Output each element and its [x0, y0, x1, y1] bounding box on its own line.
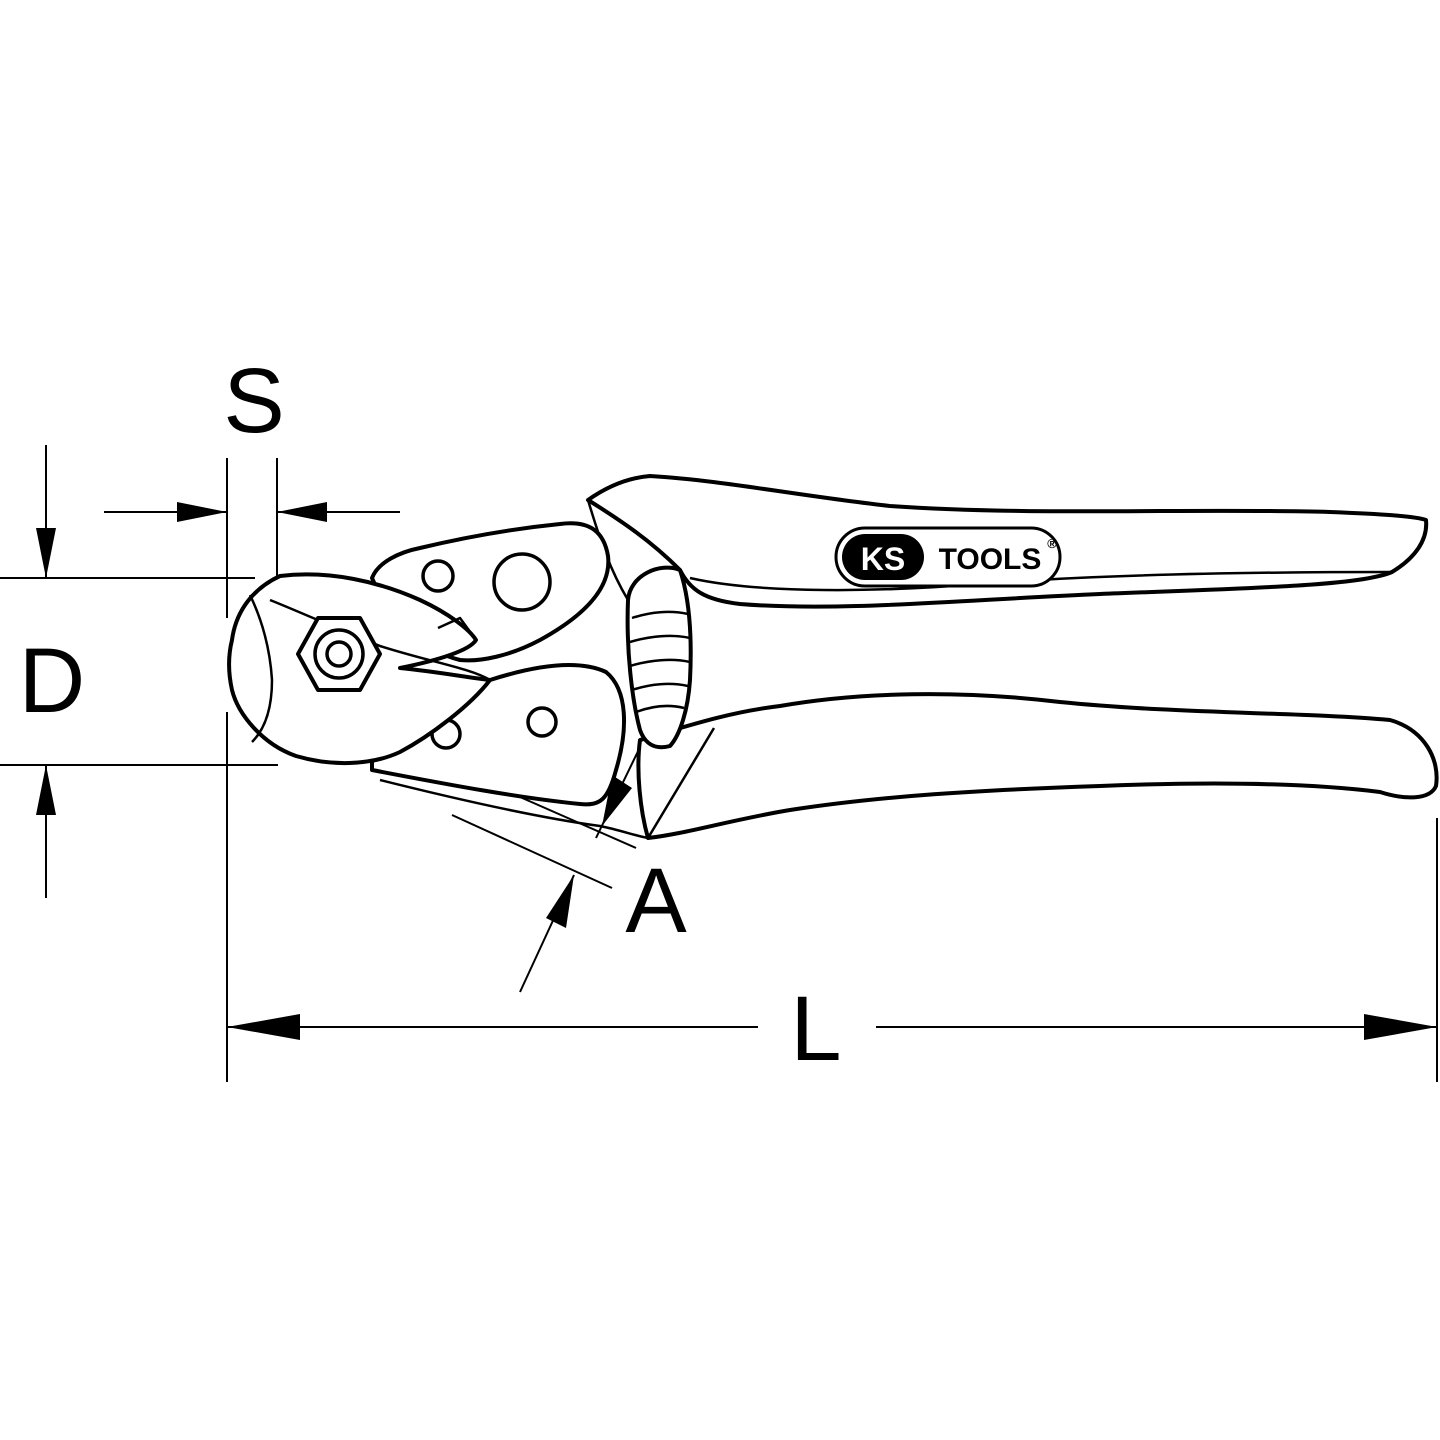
dimension-d-label: D — [19, 630, 85, 732]
ks-tools-logo: KS TOOLS ® — [834, 526, 1062, 588]
lower-handle — [636, 692, 1439, 840]
logo-ks-text: KS — [861, 541, 905, 577]
logo-tools-text: TOOLS — [939, 543, 1042, 576]
dimension-s: S — [104, 350, 400, 618]
dimension-a-label: A — [625, 850, 687, 952]
wire-rope-cutter-icon — [227, 474, 1439, 840]
upper-plate-hole-small — [421, 559, 455, 593]
logo-registered-mark: ® — [1047, 536, 1057, 551]
dimension-l-label: L — [790, 978, 841, 1080]
dimension-d: D — [0, 445, 278, 898]
dimension-l: L — [226, 712, 1438, 1082]
lower-plate-hole-right — [526, 706, 558, 738]
dimension-s-label: S — [223, 350, 284, 452]
spring — [625, 565, 693, 750]
upper-plate-hole-large — [492, 552, 552, 612]
